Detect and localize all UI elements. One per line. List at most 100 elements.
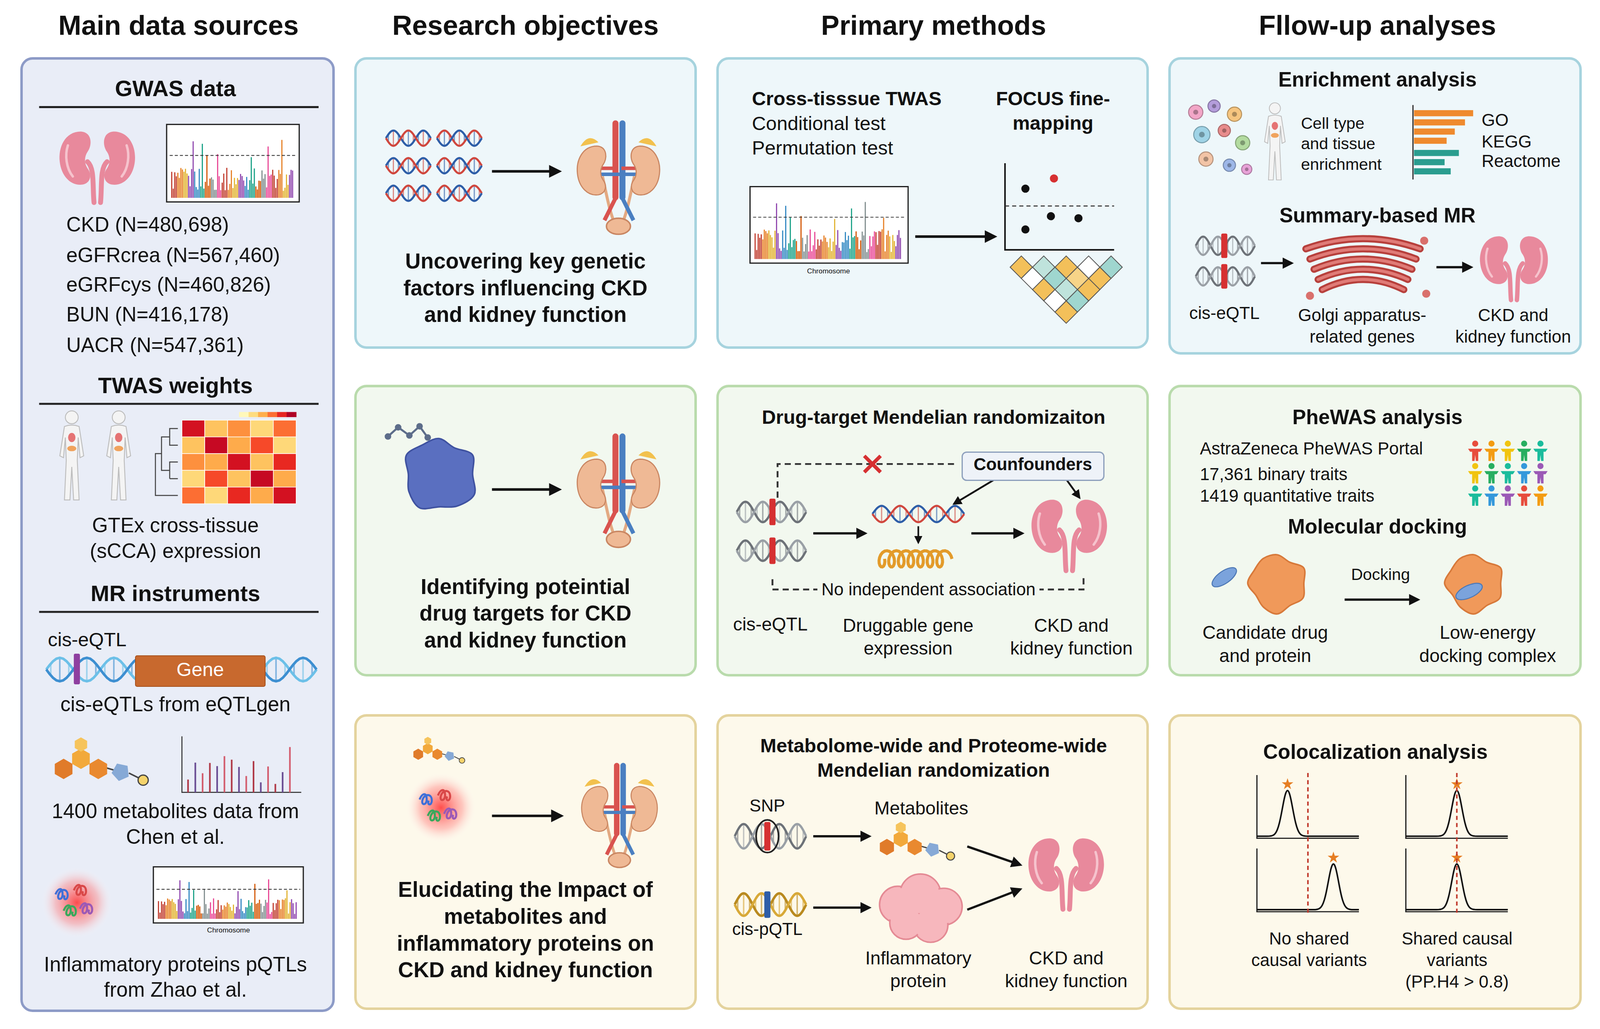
- heatmap-part: [273, 470, 297, 487]
- manhattan-plot-part: [159, 912, 161, 919]
- text-slot: eGRFcys (N=460,826): [66, 271, 322, 298]
- arrow: [967, 889, 1021, 910]
- manhattan-plot-part: [235, 184, 237, 199]
- manhattan-plot-part: [232, 188, 234, 199]
- candidate-protein-part: [1247, 554, 1306, 614]
- fine-mapping-plot-part: [1021, 184, 1030, 194]
- manhattan-plot-part: [219, 190, 222, 199]
- heatmap-part: [250, 453, 274, 471]
- section-divider: [38, 611, 319, 613]
- manhattan-plot-part: [789, 217, 791, 259]
- dna-helix-part: [385, 158, 431, 174]
- variant-marker: [73, 653, 80, 685]
- heatmap-part: [250, 487, 274, 504]
- manhattan-plot-part: [241, 176, 243, 199]
- text-slot: Molecular docking: [1224, 513, 1531, 540]
- kidney-icon-part-part: [1516, 263, 1523, 301]
- dna-helix-part: [899, 505, 901, 523]
- people-icons-part: [1521, 485, 1528, 492]
- inflammatory-protein-icon: [405, 772, 477, 844]
- dna-helix-part: [437, 130, 482, 146]
- manhattan-plot-part: [832, 241, 834, 259]
- manhattan-plot-part: [169, 154, 297, 156]
- inflammatory-protein-icon: [41, 867, 113, 939]
- colocalization-panel: [1256, 775, 1359, 839]
- manhattan-plot-part: [270, 912, 273, 920]
- metabolite-icon-part: [89, 758, 108, 780]
- manhattan-plot-part: [164, 901, 166, 919]
- manhattan-plot-part: [835, 244, 837, 259]
- manhattan-plot-part: [288, 174, 291, 198]
- manhattan-plot-part: [820, 239, 822, 259]
- urinary-system-icon-part-part: [621, 166, 637, 170]
- text-slot: Fllow-up analyses: [1173, 8, 1582, 43]
- manhattan-plot-part: [852, 237, 854, 259]
- text-slot: Identifying poteintial drug targets for …: [403, 573, 648, 654]
- heading-text: Molecular docking: [1288, 513, 1468, 540]
- text-slot: Gene: [139, 657, 262, 682]
- body-text: CKD and kidney function: [1002, 946, 1131, 993]
- manhattan-plot-part: [226, 167, 228, 198]
- arrow-part: [1344, 598, 1419, 601]
- human-figure: [106, 410, 131, 501]
- variant-marker-part: [1221, 264, 1228, 289]
- dna-helix-part: [113, 657, 115, 682]
- heading-text: Main data sources: [58, 8, 299, 43]
- heading-text: Summary-based MR: [1279, 202, 1476, 229]
- dna-helix-part: [1217, 267, 1219, 286]
- manhattan-plot-part: [292, 170, 294, 199]
- manhattan-plot-part: [258, 899, 261, 919]
- human-figure: [1264, 102, 1286, 180]
- urinary-system-icon-part: [622, 198, 634, 221]
- manhattan-plot-part: [272, 903, 274, 919]
- manhattan-plot-part: [161, 901, 163, 919]
- body-text: AstraZeneca PheWAS Portal: [1199, 437, 1423, 460]
- arrow-part: [1436, 265, 1472, 269]
- manhattan-plot-part: [250, 157, 252, 198]
- objective-box: Research objectivesUncovering key geneti…: [354, 57, 698, 349]
- manhattan-plot-part: [253, 168, 256, 199]
- metabolite-icon-part: [893, 830, 908, 847]
- box-fill: [1168, 713, 1582, 1010]
- manhattan-plot-part: [877, 244, 879, 259]
- manhattan-plot-part: [186, 173, 188, 199]
- arrow: [967, 846, 1021, 865]
- inflammatory-protein-icon-part: [63, 905, 77, 917]
- dna-helix-part: [392, 185, 394, 201]
- reference-line-part: [1456, 773, 1458, 914]
- manhattan-plot-part: [895, 246, 897, 259]
- dna-helix-part: [473, 185, 475, 201]
- reference-line-part: [1307, 773, 1309, 914]
- metabolite-bar-chart-part: [281, 772, 284, 793]
- manhattan-plot-part: [210, 902, 212, 919]
- heading-text: GWAS data: [114, 74, 236, 103]
- kidney-icon-part: [1028, 838, 1063, 910]
- metabolite-bar-chart-part: [230, 759, 233, 793]
- inflammatory-protein-blob-part: [891, 908, 921, 938]
- cell-types-part: [1241, 164, 1252, 175]
- body-text: Chromosome: [207, 925, 250, 936]
- manhattan-plot-part: [244, 186, 246, 199]
- manhattan-plot-part: [248, 180, 251, 199]
- kidney-icon-part-part: [1059, 529, 1066, 571]
- text-slot: Colocalization analysis: [1201, 739, 1549, 765]
- manhattan-plot-part: [883, 217, 885, 260]
- kidney-icon-part-part: [1031, 499, 1063, 553]
- arrow-part: [1066, 479, 1080, 498]
- manhattan-plot-part: [240, 899, 242, 919]
- golgi-apparatus: [1305, 236, 1431, 300]
- metabolite-icon-part: [459, 757, 465, 764]
- manhattan-plot-part: [265, 187, 268, 198]
- body-text: No independent association: [817, 578, 1040, 601]
- manhattan-plot-part: [257, 903, 259, 919]
- text-slot: Candidate drug and protein: [1191, 621, 1339, 668]
- box-fill: [716, 57, 1149, 349]
- manhattan-plot-part: [889, 236, 891, 260]
- people-icons-part: [1471, 440, 1479, 448]
- urinary-system-icon-part-part: [622, 805, 636, 809]
- dna-helix-part: [778, 893, 781, 917]
- manhattan-plot-part: [818, 245, 820, 259]
- manhattan-plot-part: [177, 899, 179, 919]
- manhattan-plot-part: [222, 909, 224, 919]
- dna-helix-part: [422, 158, 424, 174]
